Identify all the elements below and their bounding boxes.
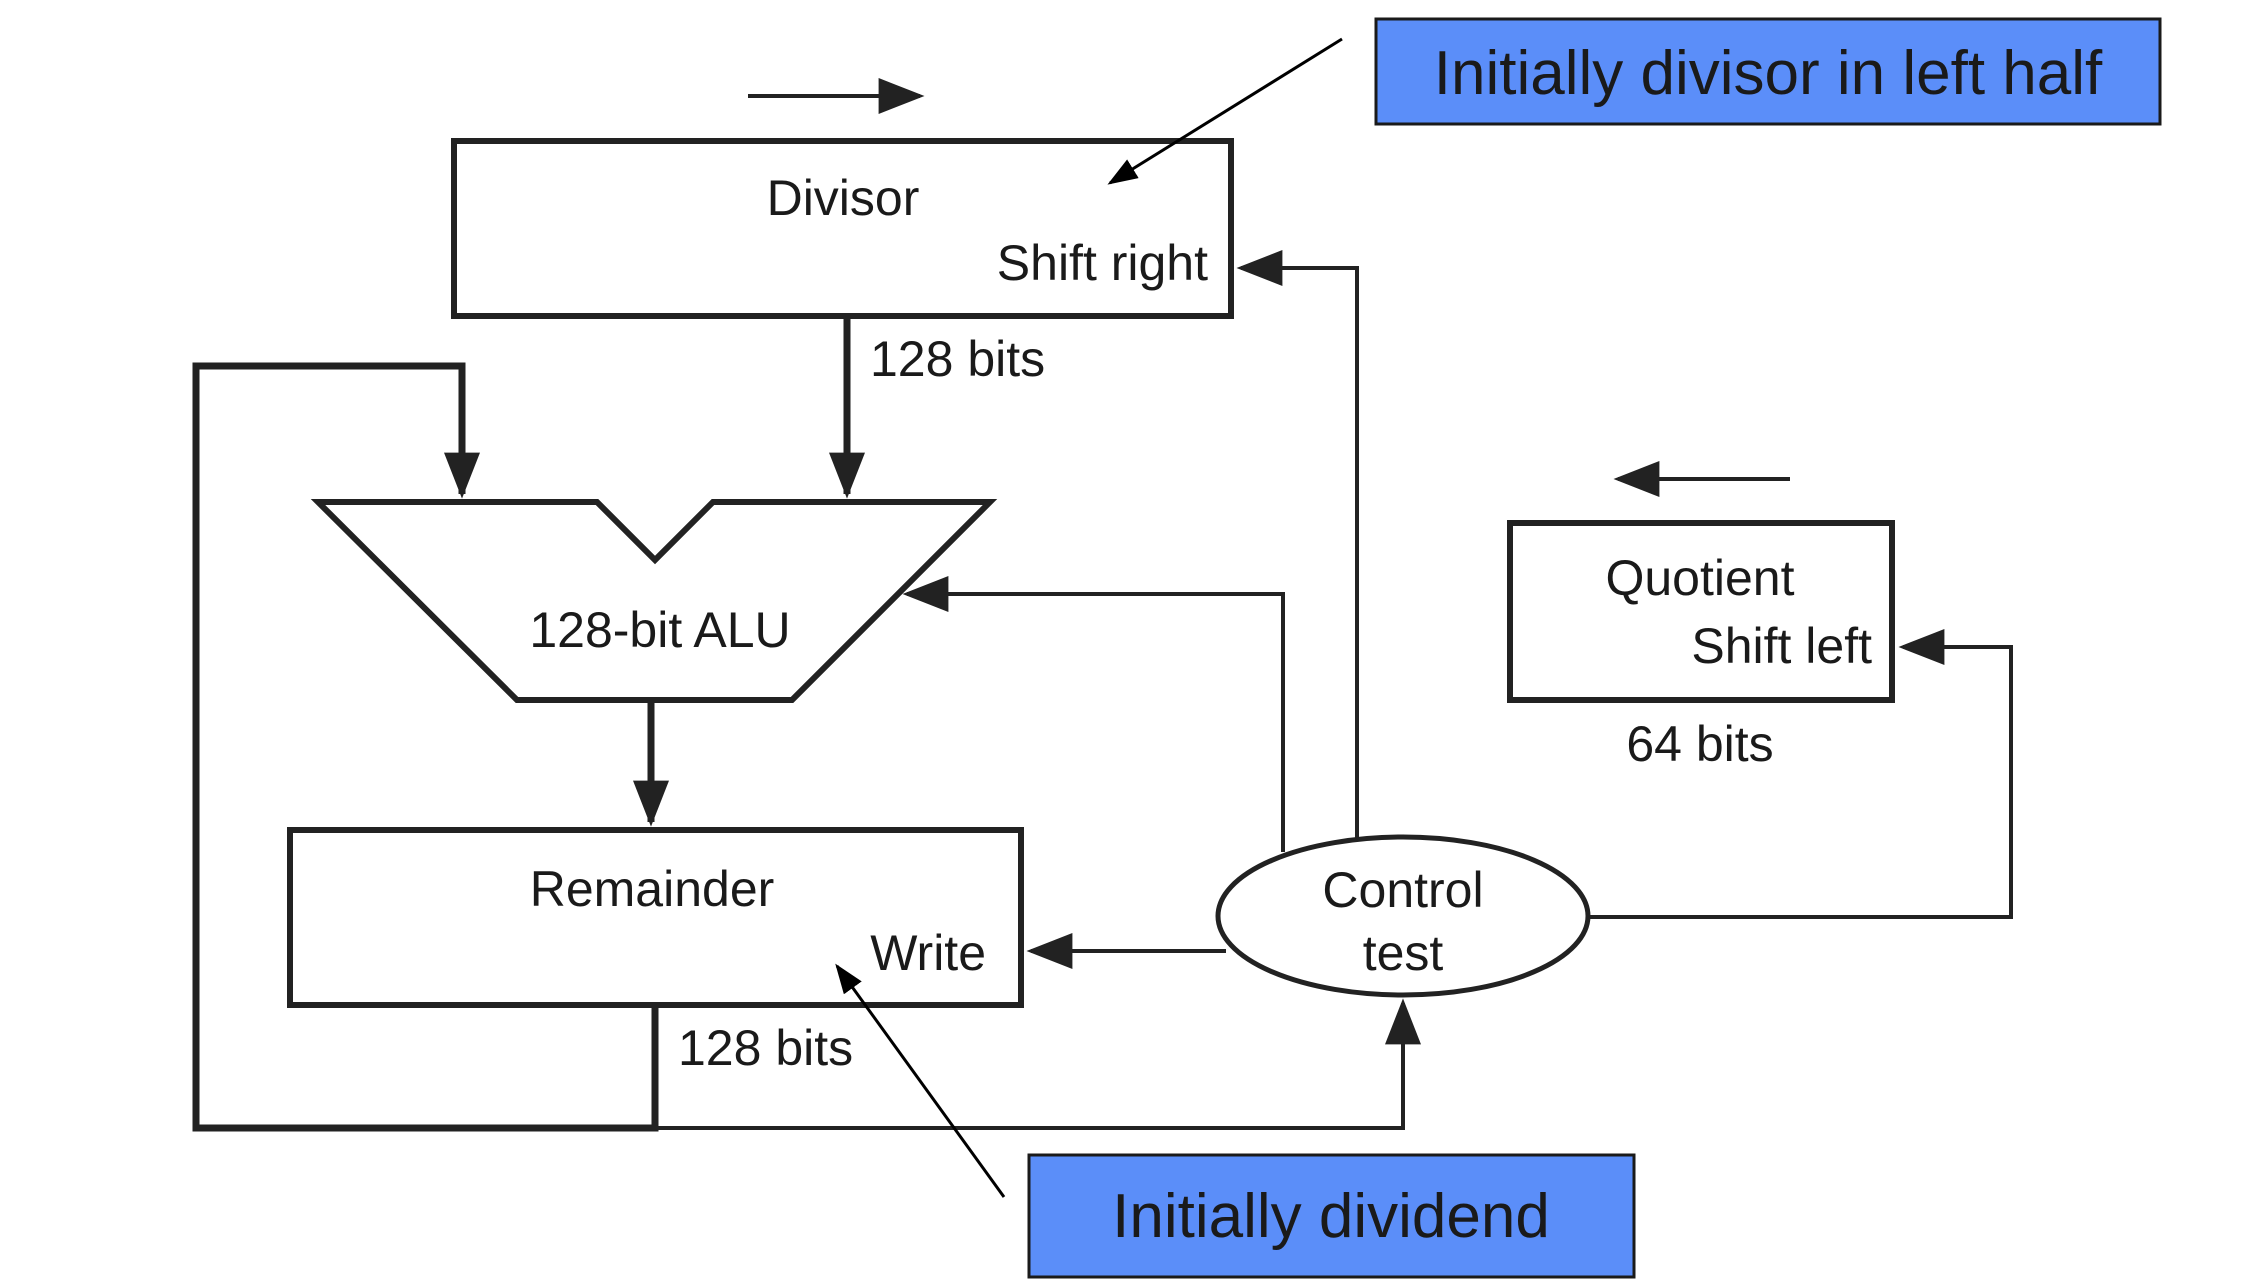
quotient-title: Quotient xyxy=(1605,550,1794,606)
control-to-alu-wire xyxy=(902,576,1285,852)
divisor-callout-pointer xyxy=(1107,37,1343,185)
remainder-width-label: 128 bits xyxy=(678,1020,853,1076)
quotient-operation: Shift left xyxy=(1691,618,1872,674)
remainder-callout-pointer xyxy=(835,963,1006,1198)
divisor-width-label: 128 bits xyxy=(870,331,1045,387)
remainder-operation: Write xyxy=(870,925,986,981)
quotient-register: Quotient Shift left xyxy=(1507,520,1895,703)
control-line1: Control xyxy=(1322,862,1483,918)
divisor-register: Divisor Shift right xyxy=(451,138,1234,319)
divisor-callout: Initially divisor in left half xyxy=(1374,17,2162,126)
control-to-divisor-wire xyxy=(1236,250,1359,838)
remainder-callout: Initially dividend xyxy=(1027,1153,1636,1279)
control-line2: test xyxy=(1363,925,1444,981)
alu: 128-bit ALU xyxy=(310,499,998,703)
divisor-title: Divisor xyxy=(767,170,920,226)
control-to-quotient-wire xyxy=(1588,629,2013,919)
remainder-feedback-wire xyxy=(192,362,659,1132)
control-test: Control test xyxy=(1215,834,1591,998)
divisor-operation: Shift right xyxy=(997,235,1208,291)
quotient-width-label: 64 bits xyxy=(1626,716,1773,772)
remainder-callout-text: Initially dividend xyxy=(1112,1182,1550,1251)
alu-title: 128-bit ALU xyxy=(529,602,790,658)
remainder-title: Remainder xyxy=(530,861,775,917)
remainder-to-control-wire xyxy=(655,998,1421,1130)
remainder-register: Remainder Write xyxy=(287,827,1024,1008)
divisor-callout-text: Initially divisor in left half xyxy=(1434,39,2103,108)
